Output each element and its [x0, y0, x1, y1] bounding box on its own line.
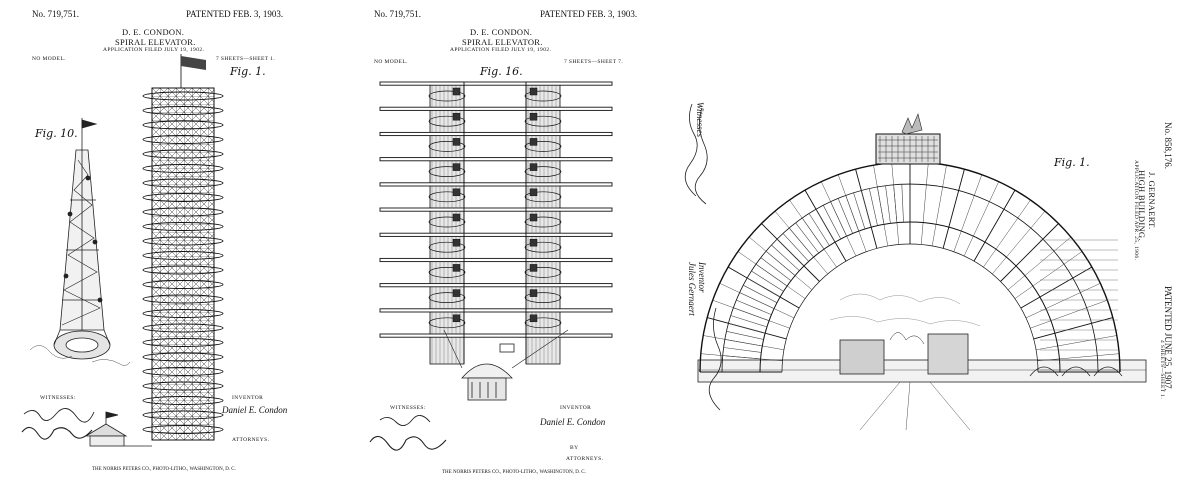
application-date: APPLICATION FILED JULY 19, 1902.	[103, 47, 205, 53]
patent-title: SPIRAL ELEVATOR.	[115, 37, 196, 47]
arch-building-drawing	[697, 113, 1147, 431]
witness-signatures	[21, 408, 95, 440]
patent-sheet-1: No. 719,751. PATENTED FEB. 3, 1903. D. E…	[0, 0, 300, 480]
sheet-count: 7 SHEETS—SHEET 7.	[564, 59, 624, 65]
inventor-label: INVENTOR	[232, 395, 264, 401]
by-label: BY	[570, 445, 579, 451]
inventor-label: Inventor	[697, 262, 707, 293]
witnesses-label: WITNESSES:	[390, 405, 426, 411]
inventor-name: D. E. CONDON.	[122, 27, 185, 37]
no-model: NO MODEL.	[32, 56, 66, 62]
inventor-signature: Daniel E. Condon	[222, 405, 288, 415]
figure-label-side: Fig. 10.	[35, 127, 78, 140]
sheet-count: 4 SHEETS—SHEET 1.	[1159, 340, 1165, 400]
inventor-name: D. E. CONDON.	[470, 27, 533, 37]
patent-number: No. 719,751.	[32, 9, 79, 19]
patent-date: PATENTED FEB. 3, 1903.	[540, 9, 638, 19]
sheet-count: 7 SHEETS—SHEET 1.	[216, 56, 276, 62]
patent-title: SPIRAL ELEVATOR.	[462, 37, 543, 47]
application-date: APPLICATION FILED APR. 25, 1906.	[1133, 160, 1139, 261]
attorney-signature	[708, 307, 722, 411]
patent-sheet-2: No. 719,751. PATENTED FEB. 3, 1903. D. E…	[340, 0, 640, 480]
patent-sheet-3: No. 858,176. PATENTED JUNE 25, 1907. J. …	[680, 0, 1200, 480]
patent-number: No. 719,751.	[374, 9, 421, 19]
tower-drawing	[29, 54, 224, 447]
elevator-section-drawing	[379, 81, 613, 401]
inventor-label: INVENTOR	[560, 405, 592, 411]
witness-signatures	[369, 415, 447, 451]
figure-label: Fig. 16.	[480, 65, 523, 78]
witnesses-label: WITNESSES:	[40, 395, 76, 401]
no-model: NO MODEL.	[374, 59, 408, 65]
witness-signatures	[684, 103, 708, 205]
attorneys-label: ATTORNEYS.	[232, 437, 270, 443]
inventor-signature: Jules Gernaert	[687, 262, 697, 316]
application-date: APPLICATION FILED JULY 19, 1902.	[450, 47, 552, 53]
printer-credit: THE NORRIS PETERS CO., PHOTO-LITHO., WAS…	[92, 467, 236, 472]
attorneys-label: ATTORNEYS.	[566, 456, 604, 462]
inventor-name: J. GERNAERT.	[1147, 172, 1157, 230]
figure-label-main: Fig. 1.	[230, 65, 266, 78]
printer-credit: THE NORRIS PETERS CO., PHOTO-LITHO., WAS…	[442, 470, 586, 475]
patent-number: No. 858,176.	[1163, 122, 1173, 169]
inventor-signature: Daniel E. Condon	[540, 417, 606, 427]
figure-label: Fig. 1.	[1054, 156, 1090, 169]
patent-date: PATENTED FEB. 3, 1903.	[186, 9, 284, 19]
